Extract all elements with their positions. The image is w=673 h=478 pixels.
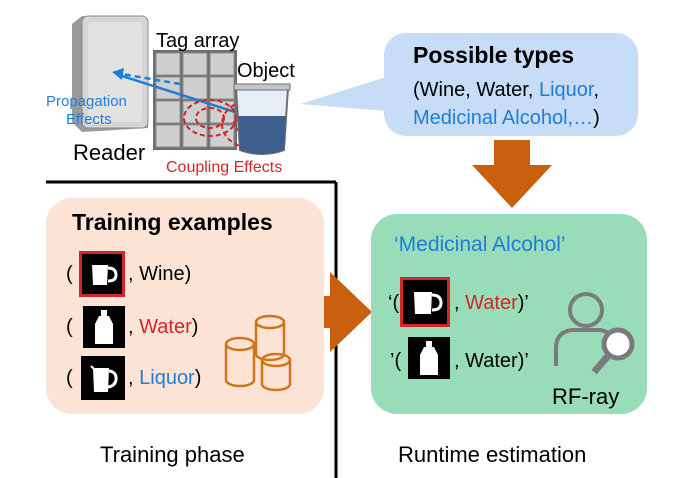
example-2-label-wrap: , Water) — [128, 316, 199, 338]
example-3-label-wrap: , Liquor) — [128, 367, 202, 389]
example-3-label: Liquor — [139, 367, 195, 389]
example-3-close: ) — [194, 367, 202, 389]
reader-icon — [72, 15, 149, 132]
propagation-label-1: Propagation — [46, 93, 127, 110]
runtime-row1-label-wrap: , Water)’ — [454, 292, 529, 314]
example-2-close: ) — [191, 316, 199, 338]
reader-label: Reader — [73, 140, 146, 165]
possible-types-line2: Medicinal Alcohol,…) — [413, 108, 600, 128]
possible-types-title: Possible types — [413, 42, 575, 68]
runtime-phase-label: Runtime estimation — [398, 442, 587, 467]
types-close: ) — [593, 107, 600, 129]
coupling-label: Coupling Effects — [166, 159, 283, 176]
bottle-icon — [83, 306, 125, 348]
possible-types-line1: (Wine, Water, Liquor, — [413, 80, 599, 100]
runtime-row1-label: Water — [465, 292, 518, 314]
mug-icon — [79, 251, 125, 297]
database-icon — [224, 314, 292, 392]
example-3-open: ( — [66, 367, 73, 389]
type-medicinal-alcohol: Medicinal Alcohol,… — [413, 107, 594, 129]
runtime-mug-icon — [400, 277, 450, 327]
types-text: (Wine, Water, — [413, 79, 539, 101]
example-2-open: ( — [66, 316, 73, 338]
object-label: Object — [237, 60, 295, 82]
runtime-row1-close: )’ — [517, 292, 529, 314]
right-arrow — [300, 272, 372, 352]
type-liquor: Liquor — [538, 79, 594, 101]
example-1-label: , Wine) — [128, 263, 192, 285]
pitcher-icon — [81, 356, 125, 400]
bubble-tail — [300, 74, 400, 112]
tag-array-icon — [153, 50, 237, 150]
rf-ray-label: RF-ray — [552, 384, 620, 409]
types-comma: , — [593, 79, 600, 101]
example-2-label: Water — [139, 316, 192, 338]
runtime-row2-open: ’( — [390, 350, 402, 372]
runtime-bottle-icon — [408, 337, 450, 379]
propagation-arrows — [112, 68, 236, 114]
propagation-label-2: Effects — [66, 111, 112, 128]
possible-types-bubble — [384, 33, 638, 136]
training-title: Training examples — [72, 209, 273, 235]
runtime-row1-open: ‘( — [388, 292, 400, 314]
tag-array-label: Tag array — [156, 30, 240, 52]
prediction-label: ‘Medicinal Alcohol’ — [394, 233, 566, 256]
beaker-icon — [233, 83, 291, 155]
example-1-open: ( — [66, 263, 73, 285]
down-arrow — [472, 140, 552, 208]
person-magnifier-icon — [554, 292, 635, 375]
runtime-row2-label: , Water)’ — [454, 350, 529, 372]
training-phase-label: Training phase — [100, 442, 245, 467]
